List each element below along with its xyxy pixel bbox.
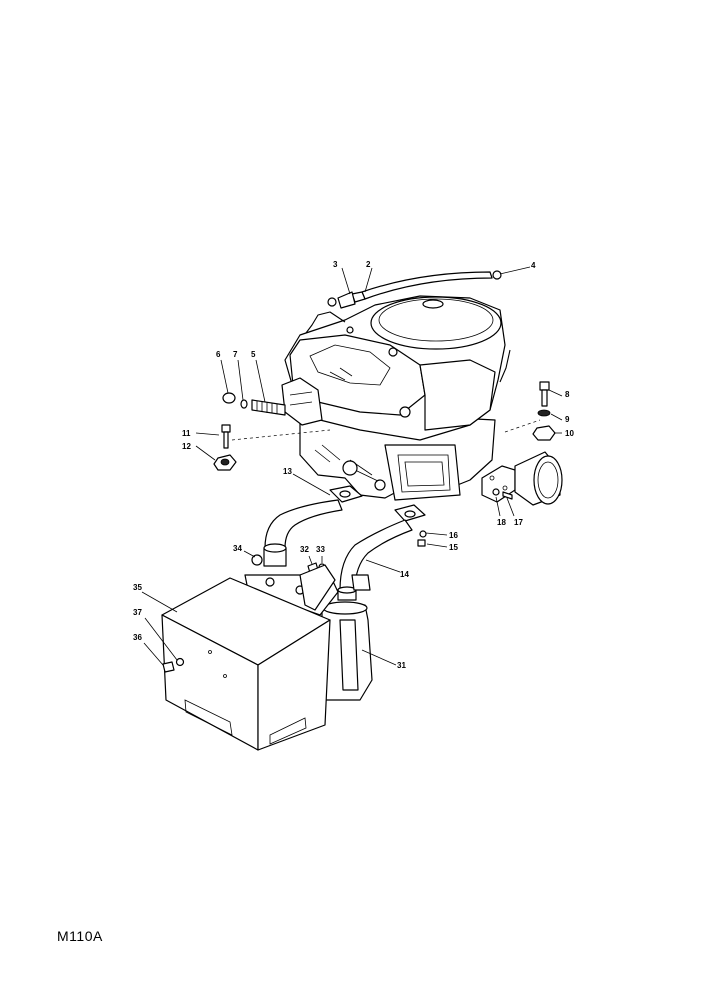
- part-label-37: 37: [133, 608, 142, 617]
- stud-assembly: [222, 392, 286, 416]
- drawing-id-label: M110A: [57, 928, 103, 944]
- part-label-12: 12: [182, 442, 191, 451]
- part-label-8: 8: [565, 390, 570, 399]
- part-label-17: 17: [514, 518, 523, 527]
- part-label-31: 31: [397, 661, 406, 670]
- fuel-hose: [327, 270, 502, 309]
- part-label-11: 11: [182, 429, 191, 438]
- part-label-16: 16: [449, 531, 458, 540]
- part-label-33: 33: [316, 545, 325, 554]
- part-label-14: 14: [400, 570, 409, 579]
- part-label-4: 4: [531, 261, 536, 270]
- part-label-2: 2: [366, 260, 371, 269]
- part-label-32: 32: [300, 545, 309, 554]
- part-label-7: 7: [233, 350, 238, 359]
- part-label-13: 13: [283, 467, 292, 476]
- part-label-36: 36: [133, 633, 142, 642]
- part-label-10: 10: [565, 429, 574, 438]
- part-label-34: 34: [233, 544, 242, 553]
- engine-drawing: [231, 295, 541, 501]
- muffler-assembly: [161, 564, 373, 751]
- exhaust-pipe-14: [337, 504, 426, 601]
- leader-lines: [141, 266, 563, 666]
- part-label-18: 18: [497, 518, 506, 527]
- exhaust-pipe-13: [263, 485, 363, 567]
- bolt-nut-11-12: [213, 424, 237, 471]
- bolt-nut-8-9-10: [532, 381, 556, 441]
- oil-filter: [481, 451, 563, 506]
- part-labels: 2 3 4 5 6 7 8 9 10 11 12 13 14 15 16 17 …: [133, 260, 574, 670]
- part-label-9: 9: [565, 415, 570, 424]
- part-label-6: 6: [216, 350, 221, 359]
- part-label-5: 5: [251, 350, 256, 359]
- part-label-35: 35: [133, 583, 142, 592]
- part-label-3: 3: [333, 260, 338, 269]
- part-label-15: 15: [449, 543, 458, 552]
